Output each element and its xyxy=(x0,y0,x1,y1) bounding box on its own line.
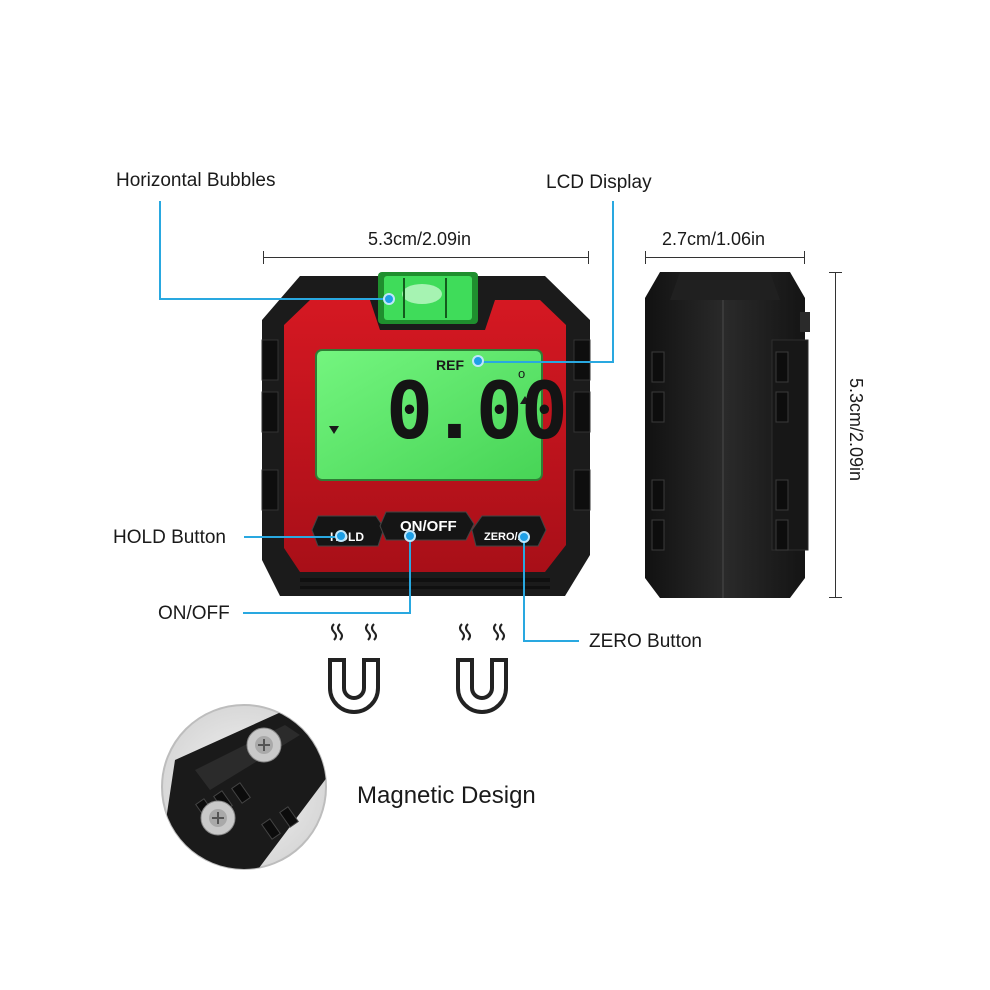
dim-height-tick-bottom xyxy=(829,597,842,598)
zero-button[interactable]: ZERO/A xyxy=(484,531,526,543)
dim-height-line xyxy=(835,272,836,598)
dim-height-text: 5.3cm/2.09in xyxy=(846,378,866,482)
screw-icon xyxy=(200,800,236,836)
magnet-icon xyxy=(456,623,508,714)
onoff-dot xyxy=(404,530,416,542)
leader-zero-h xyxy=(523,640,579,642)
bubbles-dot xyxy=(383,293,395,305)
leader-bubbles-h xyxy=(159,298,389,300)
leader-zero-v xyxy=(523,537,525,641)
magnet-detail-zoom xyxy=(161,704,327,870)
label-magnetic-design: Magnetic Design xyxy=(357,782,536,809)
dim-width-tick-left xyxy=(263,251,264,264)
lcd-ref-indicator: REF xyxy=(436,357,464,373)
leader-bubbles-v xyxy=(159,201,161,299)
dim-width-text: 5.3cm/2.09in xyxy=(368,229,472,249)
dim-depth-line xyxy=(645,257,805,258)
leader-onoff-h xyxy=(243,612,411,614)
lcd-reading: 0.00 xyxy=(386,367,568,457)
hold-dot xyxy=(335,530,347,542)
label-on-off: ON/OFF xyxy=(158,603,230,624)
leader-lcd-h xyxy=(478,361,614,363)
label-zero-button: ZERO Button xyxy=(589,631,702,652)
leader-onoff-v xyxy=(409,536,411,613)
hold-button-shape xyxy=(311,515,385,547)
side-shell xyxy=(645,272,805,598)
leader-hold-h xyxy=(244,536,341,538)
label-lcd-display: LCD Display xyxy=(546,172,652,193)
dim-width-tick-right xyxy=(588,251,589,264)
label-hold-button: HOLD Button xyxy=(113,527,226,548)
label-horizontal-bubbles: Horizontal Bubbles xyxy=(116,170,276,191)
lcd-screen xyxy=(315,349,543,481)
up-arrow-icon xyxy=(520,396,530,404)
lcd-dot xyxy=(472,355,484,367)
dim-width-line xyxy=(263,257,589,258)
side-view xyxy=(645,272,810,598)
magnet-icon xyxy=(328,623,380,714)
onoff-button-shape xyxy=(379,511,475,541)
down-arrow-icon xyxy=(329,426,339,434)
screw-icon xyxy=(246,727,282,763)
dim-depth-text: 2.7cm/1.06in xyxy=(662,229,766,249)
lcd-degree-symbol: o xyxy=(518,366,526,381)
dim-depth-tick-left xyxy=(645,251,646,264)
leader-lcd-v xyxy=(612,201,614,362)
front-view xyxy=(261,272,591,596)
dim-height-tick-top xyxy=(829,272,842,273)
dim-depth-tick-right xyxy=(804,251,805,264)
zero-dot xyxy=(518,531,530,543)
